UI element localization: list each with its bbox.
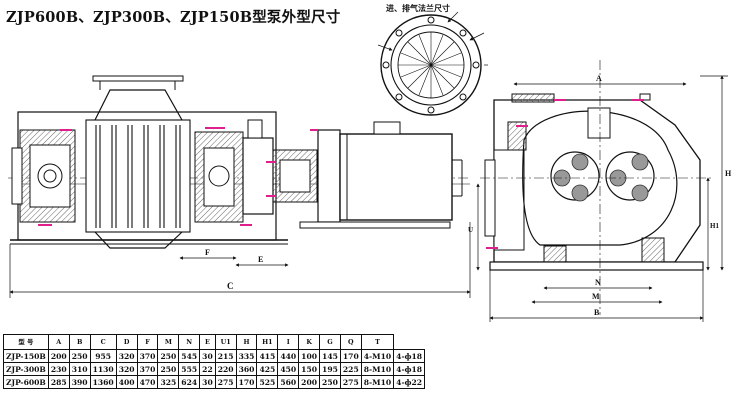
spec-value-cell: 275: [339, 375, 362, 389]
spec-value-cell: 624: [178, 375, 201, 389]
dim-label-h1: H1: [710, 222, 719, 230]
spec-table-header-cell: I: [277, 334, 300, 350]
spec-value-cell: 170: [235, 375, 258, 389]
spec-value-cell: 360: [235, 362, 258, 376]
spec-value-cell: 30: [199, 349, 216, 363]
model-cell: ZJP-300B: [3, 362, 49, 376]
spec-value-cell: 1130: [89, 362, 117, 376]
spec-value-cell: 4-M10: [360, 349, 395, 363]
spec-value-cell: 100: [298, 349, 321, 363]
spec-table-header-cell: U1: [214, 334, 237, 350]
spec-value-cell: 440: [277, 349, 300, 363]
spec-value-cell: 250: [157, 349, 180, 363]
spec-table-header-cell: T: [360, 334, 395, 350]
spec-value-cell: 170: [339, 349, 362, 363]
spec-value-cell: 150: [298, 362, 321, 376]
spec-value-cell: 4-ф18: [393, 362, 426, 376]
spec-value-cell: 955: [89, 349, 117, 363]
dim-label-u: U: [468, 226, 473, 234]
spec-value-cell: 250: [319, 375, 341, 389]
spec-value-cell: 560: [277, 375, 300, 389]
spec-table-header-cell: N: [178, 334, 201, 350]
spec-value-cell: 325: [157, 375, 180, 389]
spec-value-cell: 390: [68, 375, 91, 389]
spec-value-cell: 145: [319, 349, 341, 363]
dim-label-f: F: [205, 248, 210, 257]
dim-label-a: A: [596, 74, 602, 83]
spec-value-cell: 275: [214, 375, 237, 389]
model-cell: ZJP-150B: [3, 349, 49, 363]
spec-value-cell: 525: [256, 375, 279, 389]
dim-label-n: N: [595, 278, 601, 287]
spec-value-cell: 250: [68, 349, 91, 363]
spec-value-cell: 220: [214, 362, 237, 376]
spec-table-header-cell: A: [47, 334, 70, 350]
dim-label-m: M: [592, 292, 600, 301]
spec-table-header-cell: 型 号: [3, 334, 49, 350]
spec-value-cell: 195: [319, 362, 341, 376]
dim-label-b: B: [594, 308, 600, 317]
spec-value-cell: 8-M10: [360, 362, 395, 376]
spec-value-cell: 400: [115, 375, 138, 389]
spec-table-header-cell: K: [298, 334, 321, 350]
spec-value-cell: 200: [47, 349, 70, 363]
dim-label-h: H: [725, 169, 732, 178]
spec-table-header-cell: B: [68, 334, 91, 350]
spec-value-cell: 22: [199, 362, 216, 376]
spec-value-cell: 250: [157, 362, 180, 376]
spec-value-cell: 450: [277, 362, 300, 376]
spec-value-cell: 285: [47, 375, 70, 389]
side-view: [476, 60, 728, 322]
drawing-title: ZJP600B、ZJP300B、ZJP150B型泵外型尺寸: [6, 9, 341, 26]
spec-table-header-cell: F: [136, 334, 159, 350]
spec-value-cell: 370: [136, 362, 159, 376]
flange-detail: [377, 11, 488, 116]
spec-value-cell: 335: [235, 349, 258, 363]
spec-table-header-cell: C: [89, 334, 117, 350]
spec-value-cell: 215: [214, 349, 237, 363]
spec-table-header-cell: Q: [339, 334, 362, 350]
flange-detail-title: 进、排气法兰尺寸: [386, 4, 450, 13]
spec-value-cell: 370: [136, 349, 159, 363]
spec-value-cell: 230: [47, 362, 70, 376]
spec-table-header-cell: M: [157, 334, 180, 350]
spec-value-cell: 320: [115, 362, 138, 376]
spec-value-cell: 4-ф18: [393, 349, 426, 363]
spec-value-cell: 555: [178, 362, 201, 376]
spec-table-header-cell: E: [199, 334, 216, 350]
model-cell: ZJP-600B: [3, 375, 49, 389]
spec-value-cell: 4-ф22: [393, 375, 426, 389]
dim-label-c: C: [227, 281, 234, 291]
spec-table-header-cell: H1: [256, 334, 279, 350]
spec-value-cell: 310: [68, 362, 91, 376]
spec-value-cell: 470: [136, 375, 159, 389]
spec-value-cell: 200: [298, 375, 321, 389]
spec-value-cell: 320: [115, 349, 138, 363]
spec-table-header-cell: G: [319, 334, 341, 350]
spec-value-cell: 415: [256, 349, 279, 363]
dim-label-e: E: [258, 255, 263, 264]
spec-value-cell: 30: [199, 375, 216, 389]
spec-table-header-cell: D: [115, 334, 138, 350]
spec-value-cell: 8-M10: [360, 375, 395, 389]
spec-table-header-cell: H: [235, 334, 258, 350]
spec-value-cell: 225: [339, 362, 362, 376]
spec-value-cell: 1360: [89, 375, 117, 389]
spec-value-cell: 545: [178, 349, 201, 363]
spec-value-cell: 425: [256, 362, 279, 376]
front-view: [8, 75, 471, 298]
